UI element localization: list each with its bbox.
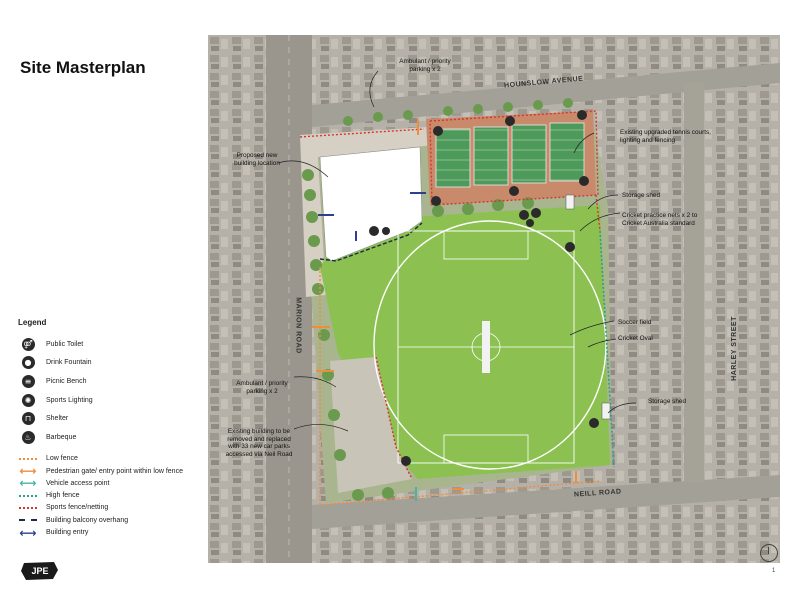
jpe-logo: JPE	[21, 562, 58, 580]
legend-item-shelter: ⊓ Shelter	[18, 409, 208, 428]
sports-lighting-icon	[433, 126, 443, 136]
storage-shed	[601, 402, 611, 420]
annotation-building: Proposed new building location	[234, 152, 280, 167]
neill-road	[312, 475, 780, 529]
site-map	[208, 35, 780, 563]
north-arrow-icon	[760, 544, 778, 562]
page-title: Site Masterplan	[20, 58, 146, 77]
legend-item-balcony-overhang: Building balcony overhang	[18, 514, 208, 526]
annotation-parking-left: Ambulant / priority parking x 2	[236, 380, 288, 395]
storage-shed	[565, 194, 575, 210]
legend-item-low-fence: Low fence	[18, 453, 208, 465]
amenity-icons	[370, 208, 541, 235]
sports-lighting-icon	[509, 186, 519, 196]
harley-street	[684, 83, 704, 483]
sports-lighting-icon	[589, 418, 599, 428]
sports-lighting-icon	[401, 456, 411, 466]
balcony-overhang	[319, 222, 423, 262]
sports-fence	[429, 110, 599, 206]
barbeque-icon	[526, 219, 534, 227]
picnic-bench-icon: ≡	[21, 374, 35, 388]
high-fence-swatch	[19, 494, 37, 497]
legend-item-sports-fence: Sports fence/netting	[18, 502, 208, 514]
low-fence	[319, 267, 601, 506]
annotation-storage-top: Storage shed	[622, 192, 661, 199]
low-fence-swatch	[19, 457, 37, 460]
legend-item-public-toilet: ⚤ Public Toilet	[21, 337, 84, 351]
annotation-cricket-nets: Cricket practice nets x 2 to Cricket Aus…	[622, 212, 698, 227]
sports-lighting-icon	[565, 242, 575, 252]
annotation-soccer: Soccer field	[618, 319, 652, 326]
shelter-icon: ⊓	[21, 412, 35, 426]
picnic-bench-icon	[519, 210, 529, 220]
sports-lighting-icon	[505, 116, 515, 126]
legend-item-high-fence: High fence	[18, 489, 208, 501]
legend-item-building-entry: ⟷ Building entry	[19, 525, 89, 540]
sports-lighting-icon	[579, 176, 589, 186]
sports-lighting-icon: ✺	[21, 393, 35, 407]
drink-fountain-icon: ●	[21, 356, 35, 370]
sports-lighting-icon	[431, 196, 441, 206]
pedestrian-gate-arrow-icon: ⟷	[19, 464, 37, 479]
legend-item-vehicle-access: ⟷ Vehicle access point	[19, 476, 110, 491]
vehicle-access-arrow-icon: ⟷	[19, 476, 37, 491]
toilet-icon: ⚤	[21, 337, 35, 351]
building-entry-arrow-icon: ⟷	[19, 525, 37, 540]
logo-text: JPE	[31, 566, 48, 576]
legend-item-picnic-bench: ≡ Picnic Bench	[18, 372, 208, 391]
sports-lighting-icon	[577, 110, 587, 120]
annotation-leaders	[277, 70, 637, 432]
shelter-icon	[531, 208, 541, 218]
car-park	[330, 357, 412, 493]
page-number: 1	[772, 568, 776, 574]
low-fence	[375, 356, 413, 480]
annotation-storage-bottom: Storage shed	[648, 398, 687, 405]
annotation-existing-building: Existing building to be removed and repl…	[225, 428, 293, 458]
low-fence	[299, 128, 425, 138]
annotation-parking-top: Ambulant / priority parking x 2	[399, 58, 451, 73]
tennis-court	[511, 124, 547, 184]
legend-item-pedestrian-gate: ⟷ Pedestrian gate/ entry point within lo…	[19, 464, 183, 479]
tennis-court	[435, 128, 471, 188]
barbeque-icon: ♨	[21, 430, 35, 444]
street-marion-road: MARION ROAD	[294, 297, 302, 354]
paving	[300, 127, 434, 297]
annotation-cricket-oval: Cricket Oval	[618, 335, 653, 342]
sports-fence-swatch	[19, 506, 37, 509]
trees	[302, 98, 573, 501]
legend: Legend ⚤ Public Toilet ● Drink Fountain …	[18, 318, 208, 539]
tennis-court	[473, 126, 509, 186]
hounslow-avenue	[312, 63, 780, 127]
access-arrows	[312, 119, 577, 501]
street-harley-street: HARLEY STREET	[730, 316, 738, 381]
legend-heading: Legend	[18, 318, 47, 327]
balcony-overhang-swatch	[19, 519, 37, 522]
annotation-tennis: Existing upgraded tennis courts, lightin…	[620, 129, 711, 144]
cricket-pitch	[482, 321, 490, 373]
toilet-icon	[382, 227, 390, 235]
tennis-court	[549, 122, 585, 182]
legend-item-drink-fountain: ● Drink Fountain	[18, 354, 208, 373]
high-fence	[599, 230, 615, 468]
legend-item-barbeque: ♨ Barbeque	[18, 428, 208, 447]
grass-field	[320, 205, 610, 479]
drink-fountain-icon	[370, 227, 378, 235]
legend-item-sports-lighting: ✺ Sports Lighting	[18, 391, 208, 410]
cricket-oval	[373, 220, 607, 470]
